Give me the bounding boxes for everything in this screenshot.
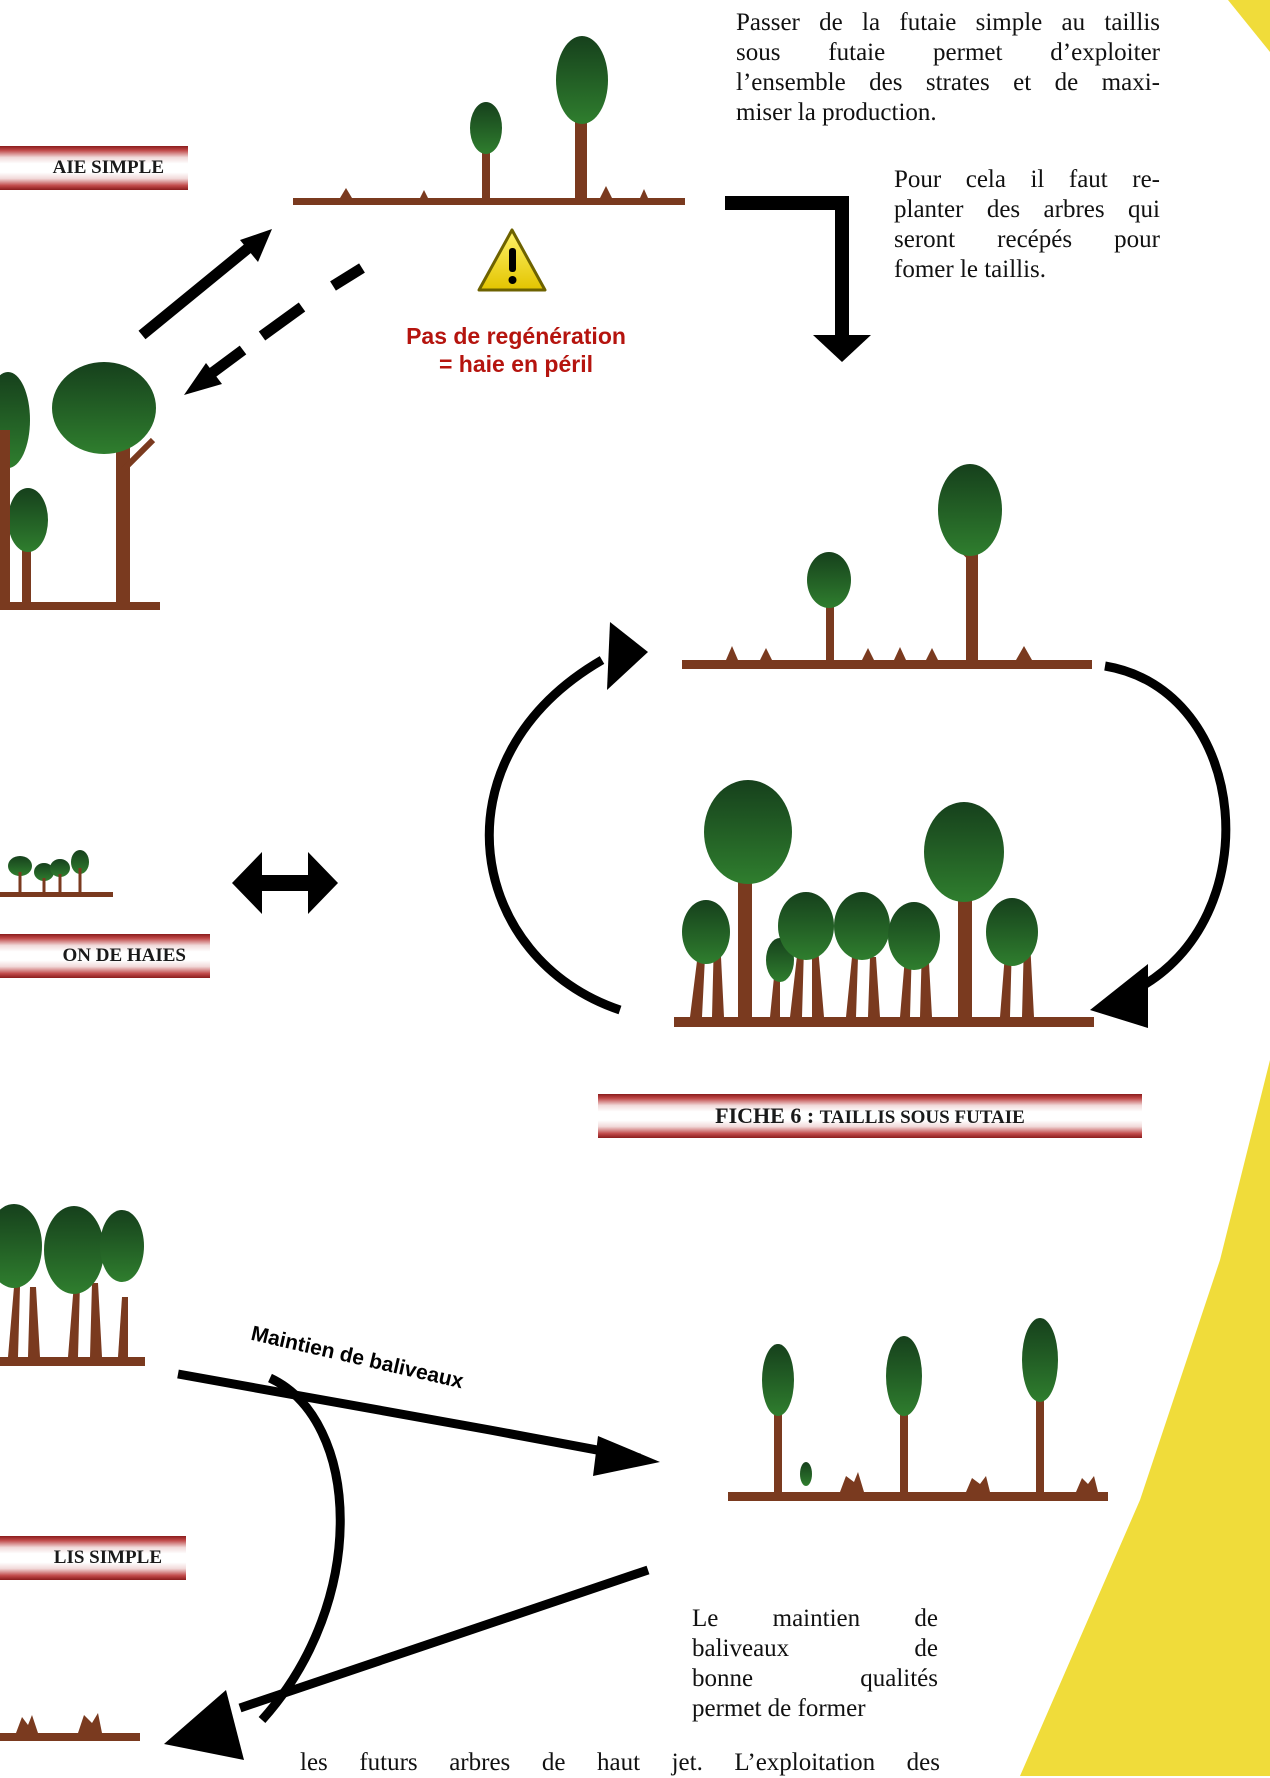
warning-message: Pas de regénération = haie en péril [366,322,666,378]
warning-line-1: Pas de regénération [406,323,626,349]
banner-futaie-simple: AIE SIMPLE [0,146,188,190]
bottom-paragraph: Le maintien de baliveaux de bonne qualit… [692,1604,938,1724]
banner-haies-text: ON DE HAIES [62,945,186,966]
intro-line-3: l’ensemble des strates et de maxi- [736,69,1160,96]
bottom-last-line: les futurs arbres de haut jet. L’exploit… [300,1749,940,1776]
bottom-line-1: Le maintien de [692,1605,938,1632]
cycle-arrow-left [484,622,648,1015]
double-arrow [232,852,338,914]
replant-line-2: planter des arbres qui [894,196,1160,223]
banner-plantation-haies: ON DE HAIES [0,934,210,978]
replant-paragraph: Pour cela il faut re- planter des arbres… [894,165,1160,285]
cycle-arrow-right [1090,661,1231,1028]
banner-fiche6-title: TAILLIS SOUS FUTAIE [819,1107,1025,1128]
intro-line-2: sous futaie permet d’exploiter [736,39,1160,66]
warning-triangle-icon [477,228,547,292]
baliveaux-arrow [177,1369,660,1476]
bottom-line-4: permet de former [692,1695,866,1722]
replant-line-4: fomer le taillis. [894,256,1047,283]
return-curve-arrow [164,1373,650,1760]
banner-futaie-simple-text: AIE SIMPLE [52,157,164,178]
scene-plantation-haies [0,850,113,897]
scene-left-forest [0,362,160,610]
replant-line-1: Pour cela il faut re- [894,166,1160,193]
banner-fiche-6: FICHE 6 : TAILLIS SOUS FUTAIE [598,1094,1142,1138]
yellow-side-shape [1020,1060,1270,1776]
banner-fiche6-prefix: FICHE 6 : [715,1103,820,1128]
corner-arrow-down [725,196,871,362]
bottom-line-3: bonne qualités [692,1665,938,1692]
scene-taillis-simple-forest [0,1204,145,1366]
banner-taillis-simple-text: LIS SIMPLE [53,1547,162,1568]
arrow-to-futaie [138,229,272,340]
bottom-line-2: baliveaux de [692,1635,938,1662]
scene-stumps [0,1713,140,1741]
intro-paragraph: Passer de la futaie simple au taillis so… [736,8,1160,128]
banner-taillis-simple: LIS SIMPLE [0,1536,186,1580]
yellow-corner-shape [1228,0,1270,52]
warning-line-2: = haie en péril [438,351,594,377]
replant-line-3: seront recépés pour [894,226,1160,253]
scene-taillis-sous-futaie-bottom [674,780,1094,1027]
scene-taillis-sous-futaie-top [682,464,1092,669]
scene-baliveaux [728,1318,1108,1501]
arrow-dashed-return [184,263,365,395]
scene-futaie-simple [293,36,685,205]
intro-line-1: Passer de la futaie simple au taillis [736,9,1160,36]
intro-line-4: miser la production. [736,99,937,126]
